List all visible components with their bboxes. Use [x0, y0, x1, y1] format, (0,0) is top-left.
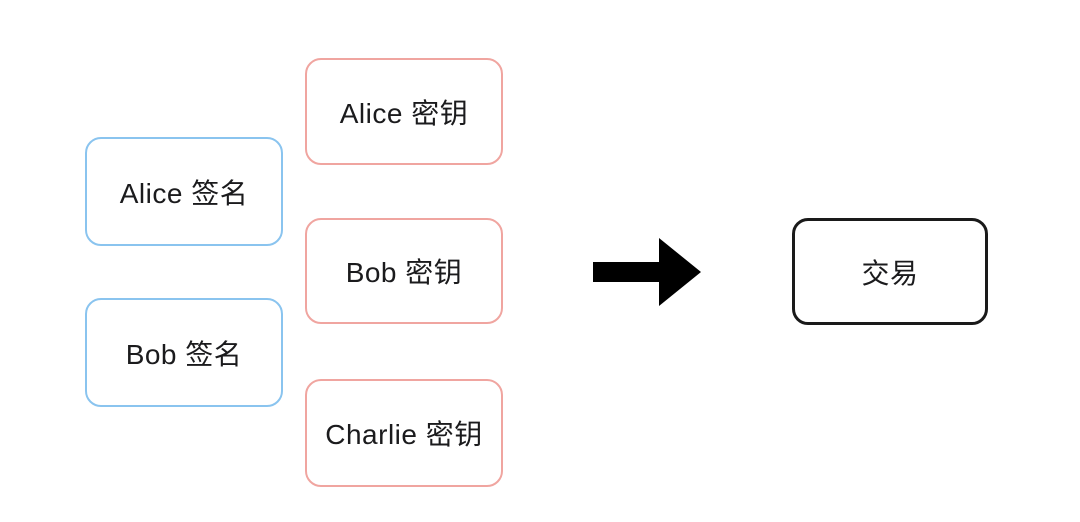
- bob-signature-label: Bob 签名: [125, 338, 243, 370]
- bob-key-box: Bob 密钥: [305, 218, 503, 324]
- alice-key-box: Alice 密钥: [305, 58, 503, 165]
- bob-signature-box: Bob 签名: [85, 298, 283, 407]
- transaction-label: 交易: [861, 257, 919, 289]
- alice-signature-label: Alice 签名: [119, 177, 249, 209]
- arrow-right-icon: [593, 238, 701, 306]
- transaction-box: 交易: [792, 218, 988, 325]
- alice-signature-box: Alice 签名: [85, 137, 283, 246]
- charlie-key-box: Charlie 密钥: [305, 379, 503, 487]
- bob-key-label: Bob 密钥: [345, 257, 463, 288]
- alice-key-label: Alice 密钥: [339, 97, 469, 129]
- charlie-key-label: Charlie 密钥: [325, 419, 483, 450]
